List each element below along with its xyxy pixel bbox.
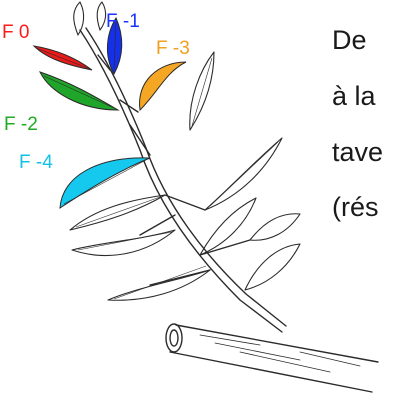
leaf-vein (113, 265, 207, 300)
petiole (199, 239, 251, 256)
leaf-f4 (59, 157, 151, 209)
leaf-sketch (189, 51, 215, 131)
leaf-vein (35, 47, 91, 70)
petiole (119, 99, 139, 113)
main-shoot-stem-edge (85, 27, 287, 327)
leaf-vein (209, 141, 279, 207)
leaf-sketch (96, 1, 107, 31)
leaf-sketch (107, 269, 211, 301)
leaf-sketch (249, 213, 301, 241)
petiole (164, 194, 206, 211)
leaf-label-f1: F -1 (106, 11, 140, 32)
caption-line: tave (332, 137, 384, 167)
caption-line: (rés (332, 192, 379, 222)
leaf-sketch (199, 197, 257, 256)
woody-cane-bottom (169, 351, 373, 393)
caption-line: à la (332, 81, 376, 111)
petiole (139, 214, 176, 236)
leaf-vein (43, 75, 115, 109)
woody-cane-cut-end (165, 323, 183, 353)
leaf-vein (75, 196, 161, 228)
woody-cane-texture (199, 334, 361, 373)
leaf-sketch (244, 243, 301, 291)
leaf-vein (113, 21, 117, 71)
leaf-sketch (73, 1, 85, 36)
leaf-vein (191, 57, 213, 127)
leaf-sketch (69, 194, 166, 231)
woody-cane-top (175, 324, 379, 363)
leaf-f1 (107, 16, 123, 76)
leaf-label-f3: F -3 (156, 38, 190, 59)
petiole (129, 124, 151, 156)
leaf-vein (77, 231, 173, 251)
petiole (97, 54, 111, 71)
leaf-label-f0: F 0 (2, 22, 30, 43)
leaf-f3 (139, 61, 187, 112)
leaf-label-f2: F -2 (4, 114, 38, 135)
main-shoot-stem (79, 29, 283, 333)
leaf-vein (63, 159, 147, 205)
leaf-label-f4: F -4 (19, 152, 53, 173)
leaf-sketch (71, 229, 176, 256)
leaf-f2 (39, 71, 120, 111)
caption-line: De (332, 25, 367, 55)
woody-cane-cut-inner (169, 329, 179, 347)
